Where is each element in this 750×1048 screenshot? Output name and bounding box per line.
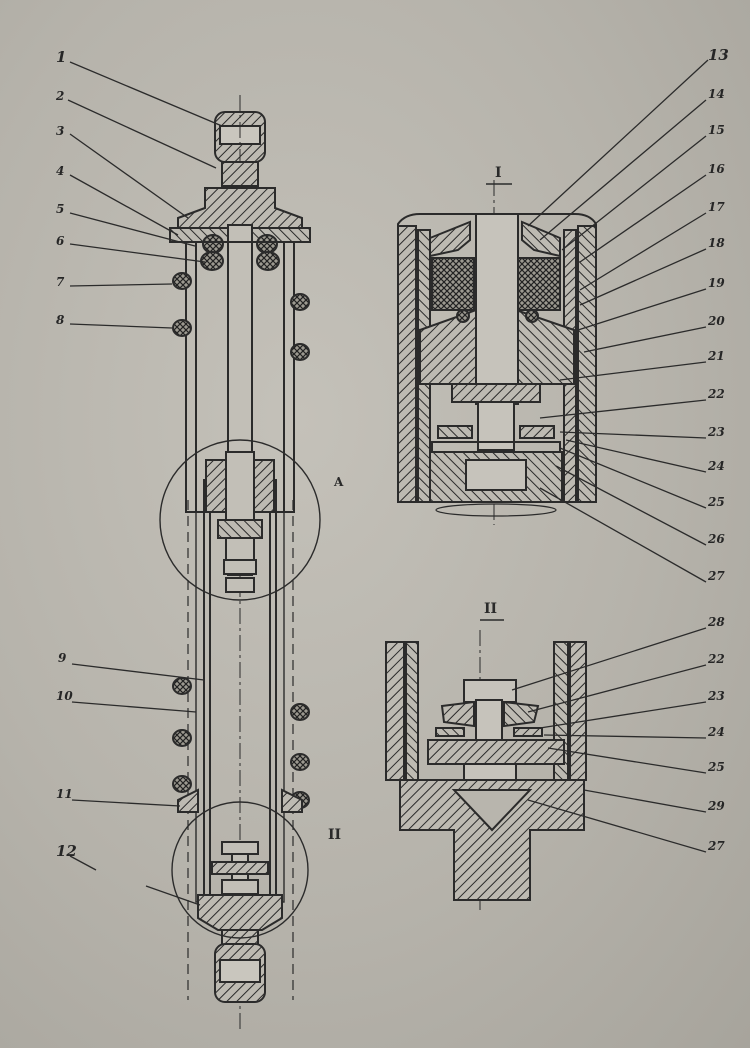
label-22: 22 xyxy=(708,387,725,401)
label-9: 9 xyxy=(58,651,67,665)
callout-label-ii: II xyxy=(328,827,342,843)
label-26: 26 xyxy=(708,532,725,546)
label-10: 10 xyxy=(56,689,73,703)
label-2: 2 xyxy=(56,89,65,103)
label-8: 8 xyxy=(56,313,65,327)
callout-circle-ii xyxy=(171,801,309,939)
label-24: 24 xyxy=(708,459,725,473)
detail-label-24: 24 xyxy=(708,725,725,739)
label-25: 25 xyxy=(708,495,725,509)
detail-view-ii xyxy=(385,630,587,910)
label-17: 17 xyxy=(708,200,725,214)
callout-label-a: A xyxy=(334,475,344,489)
detail-label-22: 22 xyxy=(708,652,725,666)
label-23: 23 xyxy=(708,425,725,439)
leader-lines-right-top xyxy=(527,59,709,583)
section-mark-view-i: I xyxy=(495,165,502,181)
label-4: 4 xyxy=(56,164,65,178)
label-7: 7 xyxy=(56,275,65,289)
label-16: 16 xyxy=(708,162,725,176)
label-14: 14 xyxy=(708,87,725,101)
bottom-cap xyxy=(197,894,283,931)
detail-label-23: 23 xyxy=(708,689,725,703)
label-6: 6 xyxy=(56,234,65,248)
leader-lines-left xyxy=(67,61,223,906)
label-5: 5 xyxy=(56,202,65,216)
label-20: 20 xyxy=(708,314,725,328)
label-21: 21 xyxy=(708,349,725,363)
detail-view-i xyxy=(397,180,597,525)
detail-label-28: 28 xyxy=(708,615,725,629)
label-19: 19 xyxy=(708,276,725,290)
label-12: 12 xyxy=(56,842,77,860)
detail-label-29: 29 xyxy=(708,799,725,813)
full-assembly-view xyxy=(159,95,321,1030)
label-27: 27 xyxy=(708,569,725,583)
label-11: 11 xyxy=(56,787,73,801)
detail-label-25: 25 xyxy=(708,760,725,774)
label-13: 13 xyxy=(708,46,729,64)
label-1: 1 xyxy=(56,48,67,66)
label-18: 18 xyxy=(708,236,725,250)
label-15: 15 xyxy=(708,123,725,137)
spring-coils xyxy=(172,272,310,809)
callout-circle-a xyxy=(159,439,321,601)
section-mark-view-ii: II xyxy=(484,601,498,617)
label-3: 3 xyxy=(56,124,65,138)
leader-lines-right-bottom xyxy=(511,627,707,853)
detail-label-27: 27 xyxy=(708,839,725,853)
